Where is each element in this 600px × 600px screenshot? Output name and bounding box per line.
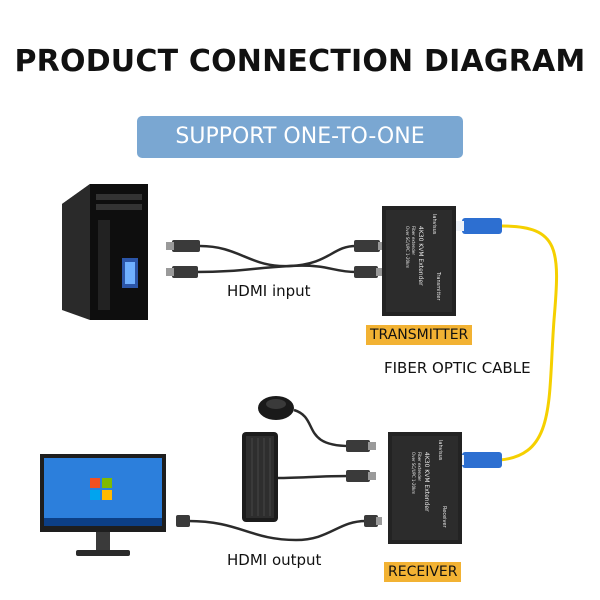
receiver-device: lahvisus 4K30 KVM Extender Fiber extende… [388, 432, 462, 544]
transmitter-tag: TRANSMITTER [366, 325, 473, 345]
monitor-icon [40, 454, 166, 556]
tx-brand-label: lahvisus [431, 214, 437, 235]
page-title: PRODUCT CONNECTION DIAGRAM [14, 44, 586, 79]
hdmi-input-cable [194, 244, 357, 274]
hdmi-input-label: HDMI input [227, 282, 311, 300]
hdmi-output-cable [176, 515, 382, 542]
tx-detail-label: Fiber extender [411, 226, 416, 255]
transmitter-device: lahvisus 4K30 KVM Extender Fiber extende… [382, 206, 456, 316]
rx-role-label: Receiver [441, 506, 447, 529]
keyboard-icon [242, 432, 278, 522]
rx-detail2-label: Over SC/UPC 1-20km [411, 452, 416, 494]
tx-detail2-label: Over SC/UPC 1-20km [405, 226, 410, 268]
tx-model-label: 4K30 KVM Extender [417, 226, 424, 286]
windows-logo-icon [90, 478, 112, 500]
support-banner: SUPPORT ONE-TO-ONE [137, 116, 463, 158]
hdmi-output-label: HDMI output [227, 551, 322, 569]
rx-brand-label: lahvisus [437, 440, 443, 461]
pc-tower-icon [62, 184, 148, 320]
tx-role-label: Transmitter [435, 271, 441, 301]
rx-model-label: 4K30 KVM Extender [423, 452, 430, 512]
receiver-tag: RECEIVER [384, 562, 462, 582]
rx-detail-label: Fiber extender [417, 452, 422, 481]
mouse-icon [258, 396, 294, 420]
fiber-optic-label: FIBER OPTIC CABLE [384, 359, 531, 377]
